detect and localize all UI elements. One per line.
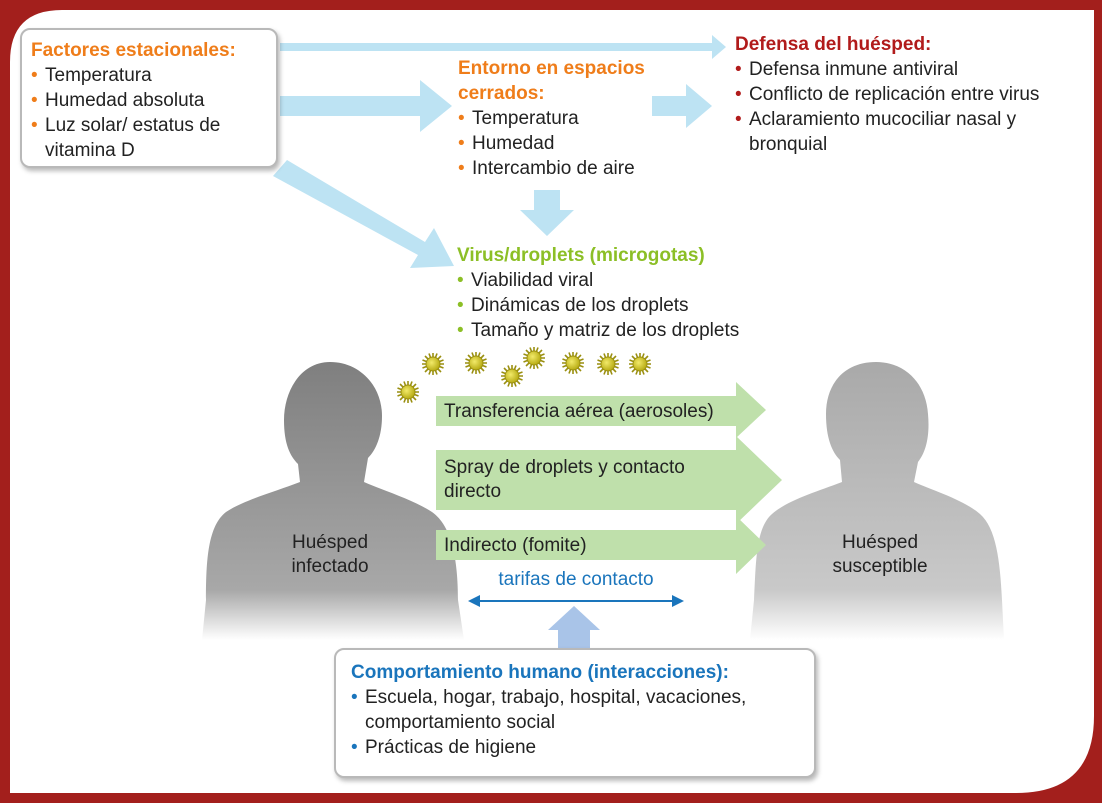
susceptible-host-label: Huésped susceptible xyxy=(832,532,928,577)
arrow-seasonal-to-defense xyxy=(280,35,726,59)
arrow-seasonal-to-indoor xyxy=(280,80,452,132)
human-behavior-list: Escuela, hogar, trabajo, hospital, vacac… xyxy=(351,685,814,760)
virus-droplets-heading: Virus/droplets (microgotas) xyxy=(457,245,705,266)
human-behavior-box: Comportamiento humano (interacciones): E… xyxy=(334,648,816,778)
arrow-behavior-to-contact xyxy=(548,606,600,650)
host-defense-list: Defensa inmune antiviral Conflicto de re… xyxy=(735,57,1091,157)
list-item: Prácticas de higiene xyxy=(351,735,814,760)
virus-droplets-group: Virus/droplets (microgotas) Viabilidad v… xyxy=(457,243,817,343)
list-item: Aclaramiento mucociliar nasal y bronquia… xyxy=(735,107,1069,157)
indoor-environment-heading-line1: Entorno en espacios xyxy=(458,58,645,79)
list-item: Luz solar/ estatus de vitamina D xyxy=(31,113,255,163)
indoor-environment-group: Entorno en espacios cerrados: Temperatur… xyxy=(458,56,668,181)
list-item: Viabilidad viral xyxy=(457,268,817,293)
seasonal-factors-box: Factores estacionales: Temperatura Humed… xyxy=(20,28,278,168)
arrow-seasonal-to-virus xyxy=(273,160,454,268)
list-item: Temperatura xyxy=(31,63,276,88)
indoor-environment-heading-line2: cerrados: xyxy=(458,83,545,104)
list-item: Conflicto de replicación entre virus xyxy=(735,82,1091,107)
list-item: Dinámicas de los droplets xyxy=(457,293,817,318)
arrow-airborne xyxy=(436,382,766,438)
susceptible-host-silhouette xyxy=(750,362,1004,640)
arrow-indoor-to-virus xyxy=(520,190,574,236)
list-item: Escuela, hogar, trabajo, hospital, vacac… xyxy=(351,685,805,735)
list-item: Tamaño y matriz de los droplets xyxy=(457,318,817,343)
contact-rates-label: tarifas de contacto xyxy=(498,569,654,590)
infected-host-silhouette xyxy=(202,362,464,640)
route-airborne-label: Transferencia aérea (aerosoles) xyxy=(444,401,714,422)
host-defense-heading: Defensa del huésped: xyxy=(735,34,932,55)
indoor-environment-list: Temperatura Humedad Intercambio de aire xyxy=(458,106,668,181)
host-defense-group: Defensa del huésped: Defensa inmune anti… xyxy=(735,32,1091,157)
arrow-indirect xyxy=(436,516,766,574)
list-item: Humedad absoluta xyxy=(31,88,276,113)
virus-particles xyxy=(396,346,652,404)
route-droplet-spray-label: Spray de droplets y contacto directo xyxy=(444,457,685,502)
contact-rates-arrow xyxy=(468,595,684,607)
infected-host-label: Huésped infectado xyxy=(291,532,369,577)
list-item: Temperatura xyxy=(458,106,668,131)
virus-droplets-list: Viabilidad viral Dinámicas de los drople… xyxy=(457,268,817,343)
seasonal-factors-list: Temperatura Humedad absoluta Luz solar/ … xyxy=(31,63,276,163)
arrow-indoor-to-defense xyxy=(652,84,712,128)
list-item: Defensa inmune antiviral xyxy=(735,57,1091,82)
arrow-droplet-spray xyxy=(436,436,782,524)
list-item: Humedad xyxy=(458,131,668,156)
list-item: Intercambio de aire xyxy=(458,156,668,181)
human-behavior-heading: Comportamiento humano (interacciones): xyxy=(351,662,729,683)
seasonal-factors-heading: Factores estacionales: xyxy=(31,40,236,61)
route-indirect-label: Indirecto (fomite) xyxy=(444,535,587,556)
